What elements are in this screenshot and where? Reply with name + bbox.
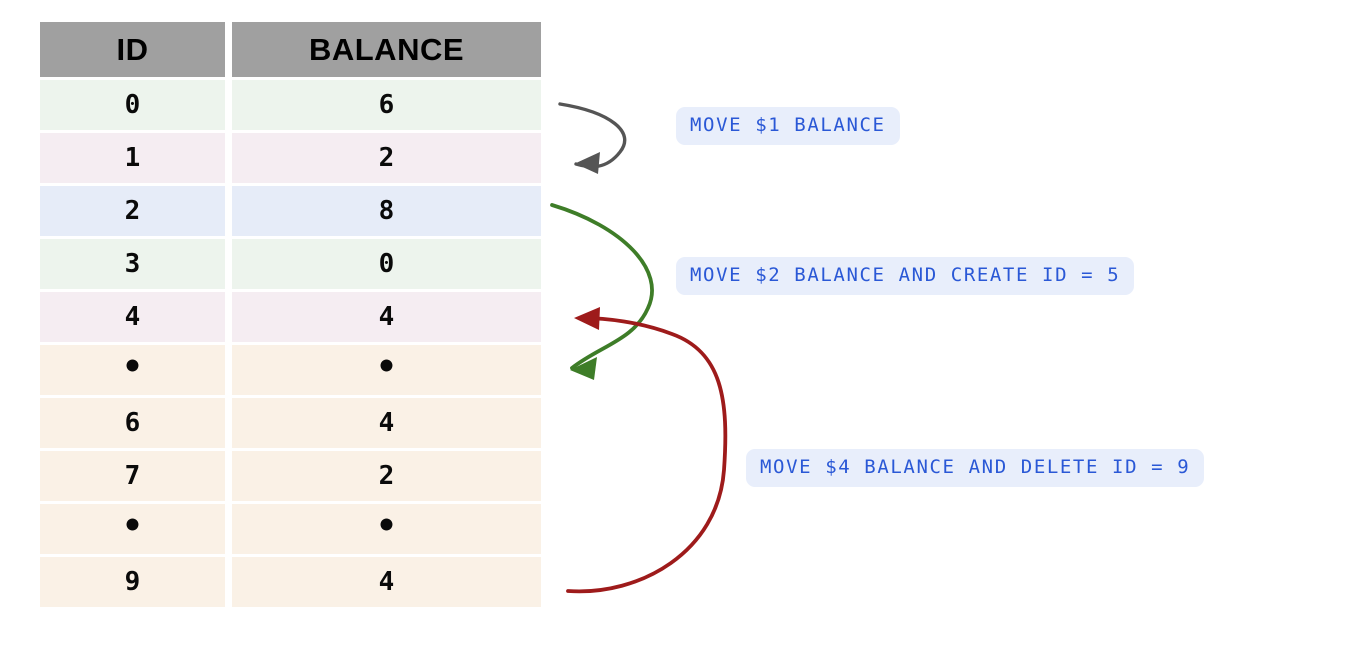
cell-balance: 4 [232, 292, 541, 342]
balance-table: ID BALANCE 0 6 1 2 2 8 3 0 4 4 • • 6 4 7… [40, 22, 541, 610]
cell-balance: 0 [232, 239, 541, 289]
table-header-row: ID BALANCE [40, 22, 541, 77]
annotation-label-move-1: MOVE $1 BALANCE [676, 107, 900, 145]
table-row: 1 2 [40, 133, 541, 183]
table-row: 7 2 [40, 451, 541, 501]
table-row-ellipsis: • • [40, 504, 541, 554]
table-row: 0 6 [40, 80, 541, 130]
move-2-arrow [550, 203, 654, 380]
table-row: 2 8 [40, 186, 541, 236]
move-4-arrow [566, 307, 728, 594]
cell-balance: 2 [232, 133, 541, 183]
cell-id: 3 [40, 239, 225, 289]
cell-id: • [40, 504, 225, 554]
cell-id: 4 [40, 292, 225, 342]
cell-id: • [40, 345, 225, 395]
cell-id: 6 [40, 398, 225, 448]
column-header-id: ID [40, 22, 225, 77]
table-row: 3 0 [40, 239, 541, 289]
column-header-balance: BALANCE [232, 22, 541, 77]
cell-balance: 4 [232, 398, 541, 448]
table-row-ellipsis: • • [40, 345, 541, 395]
table-row: 4 4 [40, 292, 541, 342]
cell-balance: 4 [232, 557, 541, 607]
table-row: 6 4 [40, 398, 541, 448]
cell-balance: • [232, 504, 541, 554]
cell-balance: 8 [232, 186, 541, 236]
cell-id: 0 [40, 80, 225, 130]
cell-id: 1 [40, 133, 225, 183]
annotation-label-move-2: MOVE $2 BALANCE AND CREATE ID = 5 [676, 257, 1135, 295]
annotation-label-move-4: MOVE $4 BALANCE AND DELETE ID = 9 [746, 449, 1205, 487]
table-row: 9 4 [40, 557, 541, 607]
cell-balance: 6 [232, 80, 541, 130]
cell-id: 9 [40, 557, 225, 607]
move-1-arrow [558, 102, 627, 174]
cell-balance: 2 [232, 451, 541, 501]
cell-id: 2 [40, 186, 225, 236]
cell-id: 7 [40, 451, 225, 501]
cell-balance: • [232, 345, 541, 395]
